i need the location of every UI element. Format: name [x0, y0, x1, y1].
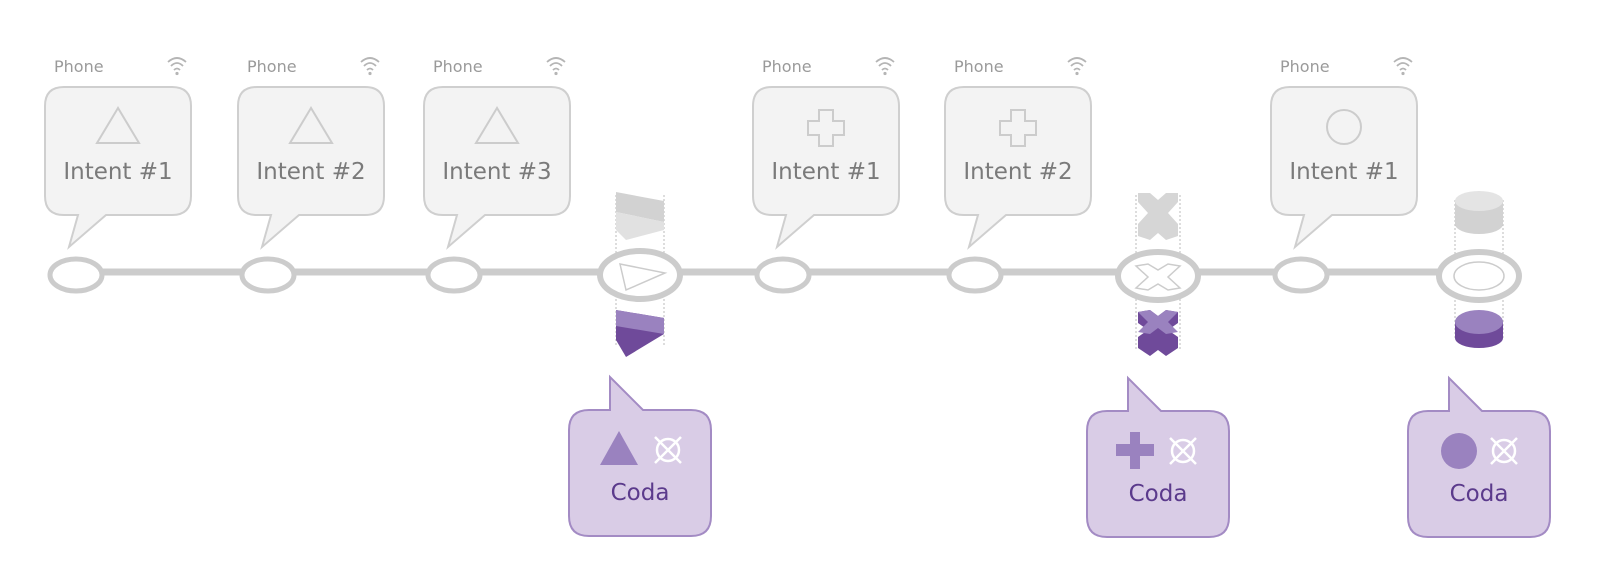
timeline-node-large: [597, 248, 683, 302]
triangle-prism-upper-icon: [616, 192, 664, 240]
intent-bubble: Phone Intent #1: [1270, 57, 1418, 250]
coda-bubble: Coda: [568, 374, 712, 537]
device-label: Phone: [954, 57, 1004, 76]
coda-event-triangle: Coda: [568, 192, 712, 537]
coda-bubble: Coda: [1407, 375, 1551, 538]
intent-bubble: Phone Intent #2: [944, 57, 1092, 250]
timeline-node: [239, 256, 297, 294]
coda-bubble: Coda: [1086, 375, 1230, 538]
device-label: Phone: [762, 57, 812, 76]
coda-event-circle: Coda: [1407, 191, 1551, 538]
intent-bubble: Phone Intent #1: [752, 57, 900, 250]
triangle-prism-lower-icon: [616, 310, 664, 357]
timeline-node: [47, 256, 105, 294]
wifi-icon: [1067, 57, 1087, 76]
triangle-outline-icon: [619, 263, 668, 292]
wifi-icon: [360, 57, 380, 76]
device-label: Phone: [247, 57, 297, 76]
coda-label: Coda: [611, 480, 670, 506]
device-label: Phone: [433, 57, 483, 76]
timeline-node: [425, 256, 483, 294]
intent-label: Intent #2: [256, 159, 365, 185]
cylinder-lower-icon: [1455, 310, 1503, 348]
timeline-node-large: [1436, 249, 1522, 303]
x-prism-upper-icon: [1138, 193, 1178, 240]
timeline-node: [946, 256, 1004, 294]
intent-label: Intent #1: [771, 159, 880, 185]
intent-bubble: Phone Intent #1: [44, 57, 192, 250]
x-prism-lower-icon: [1138, 310, 1178, 356]
coda-label: Coda: [1450, 481, 1509, 507]
device-label: Phone: [54, 57, 104, 76]
triangle-icon: [474, 106, 520, 144]
wifi-icon: [1393, 57, 1413, 76]
x-outline-icon: [1134, 263, 1182, 291]
coda-label: Coda: [1129, 481, 1188, 507]
intent-label: Intent #1: [1289, 159, 1398, 185]
plus-icon: [807, 109, 845, 147]
wifi-icon: [167, 57, 187, 76]
coda-event-plus: Coda: [1086, 193, 1230, 538]
timeline-nodes: [47, 256, 1330, 294]
timeline-node: [1272, 256, 1330, 294]
intent-bubble: Phone Intent #3: [423, 57, 571, 250]
triangle-icon: [288, 106, 334, 144]
cylinder-upper-icon: [1455, 191, 1503, 234]
plus-icon: [999, 109, 1037, 147]
intent-label: Intent #2: [963, 159, 1072, 185]
circle-icon: [1441, 433, 1477, 469]
wifi-icon: [875, 57, 895, 76]
wifi-icon: [546, 57, 566, 76]
intent-bubble: Phone Intent #2: [237, 57, 385, 250]
triangle-icon: [95, 106, 141, 144]
circle-icon: [1326, 109, 1362, 145]
timeline-node: [754, 256, 812, 294]
intent-label: Intent #3: [442, 159, 551, 185]
intent-label: Intent #1: [63, 159, 172, 185]
timeline-node-large: [1115, 249, 1201, 303]
plus-icon: [1116, 432, 1154, 469]
circle-outline-icon: [1453, 261, 1505, 291]
device-label: Phone: [1280, 57, 1330, 76]
triangle-icon: [600, 431, 638, 465]
